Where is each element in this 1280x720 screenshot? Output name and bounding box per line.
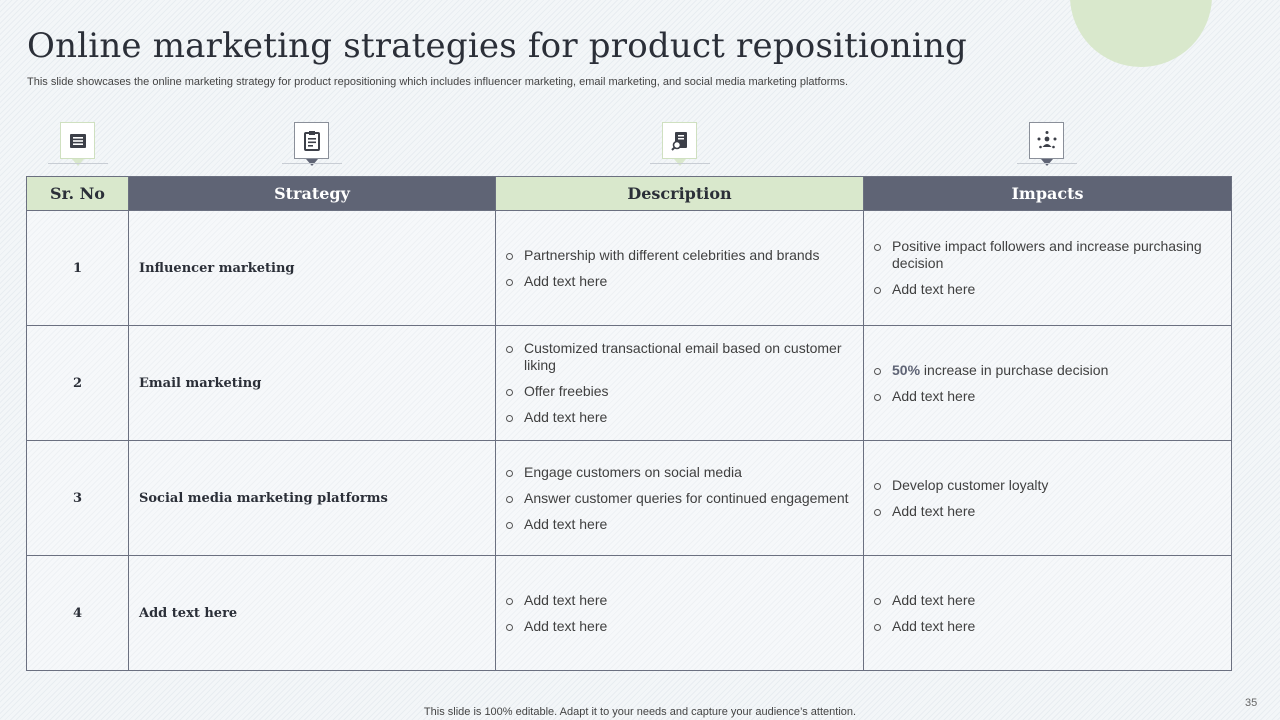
impact-bullet: Add text here (874, 592, 1221, 609)
row-number: 2 (26, 325, 129, 441)
description-bullet: Customized transactional email based on … (506, 340, 853, 374)
description-bullet: Engage customers on social media (506, 464, 853, 481)
strategy-name: Influencer marketing (128, 210, 496, 326)
clipboard-checklist-icon (294, 122, 329, 166)
impacts-cell: 50% increase in purchase decision Add te… (863, 325, 1232, 441)
icon-baseline (650, 163, 710, 164)
impact-bullet: Add text here (874, 388, 1221, 405)
description-bullet: Add text here (506, 516, 853, 533)
document-search-icon (662, 122, 697, 166)
description-bullet: Add text here (506, 592, 853, 609)
strategy-name: Add text here (128, 555, 496, 671)
impact-bullet: Add text here (874, 503, 1221, 520)
impacts-cell: Add text here Add text here (863, 555, 1232, 671)
impact-bullet: Positive impact followers and increase p… (874, 238, 1221, 272)
impact-highlight-value: 50% (892, 361, 921, 378)
description-cell: Customized transactional email based on … (495, 325, 864, 441)
table-row: 4 Add text here Add text here Add text h… (26, 555, 1232, 671)
impact-bullet: Add text here (874, 618, 1221, 635)
description-bullet: Add text here (506, 618, 853, 635)
table-row: 1 Influencer marketing Partnership with … (26, 210, 1232, 326)
description-bullet: Add text here (506, 273, 853, 290)
description-bullet: Add text here (506, 409, 853, 426)
header-impacts: Impacts (863, 176, 1232, 211)
header-strategy: Strategy (128, 176, 496, 211)
row-number: 4 (26, 555, 129, 671)
description-bullet: Partnership with different celebrities a… (506, 247, 853, 264)
page-number: 35 (1245, 697, 1258, 709)
network-person-icon (1029, 122, 1064, 166)
footer-note: This slide is 100% editable. Adapt it to… (423, 706, 857, 718)
numbered-list-icon (60, 122, 95, 166)
strategy-name: Email marketing (128, 325, 496, 441)
icon-baseline (282, 163, 342, 164)
row-number: 1 (26, 210, 129, 326)
decorative-circle (1070, 0, 1212, 67)
icon-baseline (48, 163, 108, 164)
impact-bullet: 50% increase in purchase decision (874, 362, 1221, 379)
page-title: Online marketing strategies for product … (27, 26, 968, 66)
impacts-cell: Positive impact followers and increase p… (863, 210, 1232, 326)
description-bullet: Answer customer queries for continued en… (506, 490, 853, 507)
table-row: 3 Social media marketing platforms Engag… (26, 440, 1232, 556)
description-cell: Partnership with different celebrities a… (495, 210, 864, 326)
strategies-table: Sr. No Strategy Description Impacts 1 In… (26, 176, 1232, 671)
page-subtitle: This slide showcases the online marketin… (27, 76, 849, 88)
table-header-row: Sr. No Strategy Description Impacts (26, 176, 1232, 211)
impact-bullet: Add text here (874, 281, 1221, 298)
description-bullet: Offer freebies (506, 383, 853, 400)
strategy-name: Social media marketing platforms (128, 440, 496, 556)
description-cell: Add text here Add text here (495, 555, 864, 671)
description-cell: Engage customers on social media Answer … (495, 440, 864, 556)
impacts-cell: Develop customer loyalty Add text here (863, 440, 1232, 556)
impact-highlight-text: increase in purchase decision (920, 361, 1109, 378)
impact-bullet: Develop customer loyalty (874, 477, 1221, 494)
icon-baseline (1017, 163, 1077, 164)
header-description: Description (495, 176, 864, 211)
row-number: 3 (26, 440, 129, 556)
table-row: 2 Email marketing Customized transaction… (26, 325, 1232, 441)
header-sr-no: Sr. No (26, 176, 129, 211)
